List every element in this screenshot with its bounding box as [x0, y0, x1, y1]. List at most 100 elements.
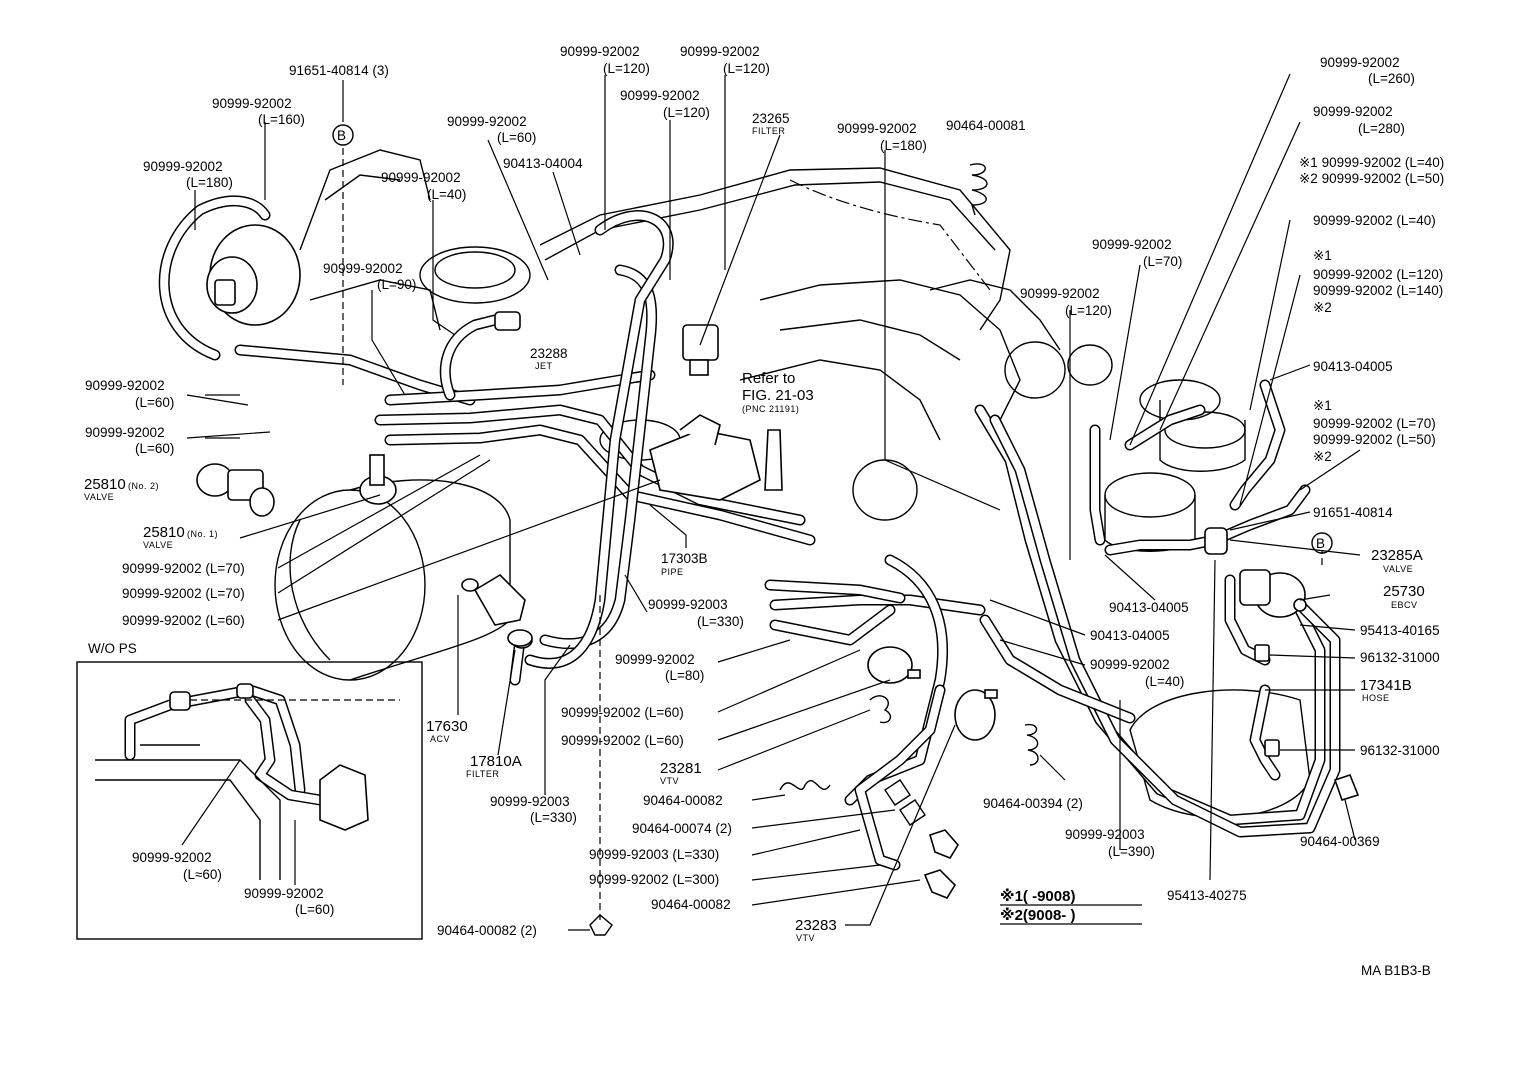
- label-95413-40165: 95413-40165: [1360, 623, 1440, 638]
- clip-90464-00081: [969, 163, 988, 216]
- label-hose-l80: 90999-92002: [615, 652, 695, 667]
- label-17303b-name: PIPE: [661, 567, 684, 577]
- clamp-96132-31000-lower: [1264, 739, 1280, 757]
- ebcv-25730: [1239, 569, 1307, 618]
- label-hose-l50-right: 90999-92002 (L=50): [1313, 432, 1436, 447]
- label-hose-l60-c: 90999-92002 (L=60): [122, 613, 245, 628]
- label-hose-l180-left: 90999-92002: [143, 159, 223, 174]
- label-25730-name: EBCV: [1391, 600, 1418, 610]
- connector-pair: [923, 829, 959, 899]
- label-hose-l180-left-length: (L=180): [186, 175, 233, 190]
- center-modulator: [649, 414, 761, 501]
- label-hose-l40-top: 90999-92002: [381, 170, 461, 185]
- vtv-23281: [867, 646, 921, 684]
- label-inset-hose-b-length: (L=60): [295, 902, 334, 917]
- label-hose-l60-e: 90999-92002 (L=60): [561, 733, 684, 748]
- label-note1-hose-l40: ※1 90999-92002 (L=40): [1299, 155, 1444, 170]
- label-hose-l60-top-length: (L=60): [497, 130, 536, 145]
- label-25810-no1: 25810: [143, 524, 185, 541]
- label-96132-31000-lower: 96132-31000: [1360, 743, 1440, 758]
- label-hose-l90: 90999-92002: [323, 261, 403, 276]
- label-hose-92003-l330-a: 90999-92003: [648, 597, 728, 612]
- label-hose-l80-length: (L=80): [665, 668, 704, 683]
- label-90464-00369: 90464-00369: [1300, 834, 1380, 849]
- clip-90464-00082-upper: [869, 695, 892, 724]
- label-hose-l260-length: (L=260): [1368, 71, 1415, 86]
- label-hose-l70-right: 90999-92002: [1092, 237, 1172, 252]
- label-hose-l120-b: 90999-92002: [680, 44, 760, 59]
- label-note1-mark-b: ※1: [1313, 398, 1332, 413]
- label-23265-name: FILTER: [752, 126, 785, 136]
- label-hose-92003-l390-length: (L=390): [1108, 844, 1155, 859]
- label-91651-40814-3: 91651-40814 (3): [289, 63, 389, 78]
- label-hose-l60-top: 90999-92002: [447, 114, 527, 129]
- label-90413-04005-right: 90413-04005: [1313, 359, 1393, 374]
- label-hose-l280-length: (L=280): [1358, 121, 1405, 136]
- label-hose-92003-l390: 90999-92003: [1065, 827, 1145, 842]
- label-note2-mark-a: ※2: [1313, 300, 1332, 315]
- label-hose-l60-left-a: 90999-92002: [85, 378, 165, 393]
- label-90413-04005-lower: 90413-04005: [1090, 628, 1170, 643]
- label-hose-l120-c-length: (L=120): [663, 105, 710, 120]
- label-hose-l120-a-length: (L=120): [603, 61, 650, 76]
- bubble-right-text: B: [1316, 536, 1325, 551]
- reference-bubble-right: B: [1311, 532, 1333, 554]
- label-23283: 23283: [795, 917, 837, 934]
- label-inset-hose-b: 90999-92002: [244, 886, 324, 901]
- reference-bubble-left: B: [332, 124, 354, 146]
- label-17303b: 17303B: [661, 551, 708, 566]
- label-hose-l160-length: (L=160): [258, 112, 305, 127]
- label-hose-l70-right-length: (L=70): [1143, 254, 1182, 269]
- label-hose-92003-l330-a-length: (L=330): [697, 614, 744, 629]
- label-pnc-ref: (PNC 21191): [742, 404, 799, 414]
- label-25810-no1-name: VALVE: [143, 540, 173, 550]
- clip-90464-00394: [1024, 723, 1039, 766]
- label-note1-mark-a: ※1: [1313, 248, 1332, 263]
- label-25810-no2: 25810: [84, 476, 126, 493]
- label-hose-l260: 90999-92002: [1320, 55, 1400, 70]
- label-25810-no2-name: VALVE: [84, 492, 114, 502]
- inset-without-ps: W/O PS: [76, 641, 423, 940]
- label-23281: 23281: [660, 760, 702, 777]
- label-90464-00081: 90464-00081: [946, 118, 1026, 133]
- label-91651-40814: 91651-40814: [1313, 505, 1393, 520]
- valve-23285a: [1204, 527, 1228, 555]
- label-hose-l70-right-b: 90999-92002 (L=70): [1313, 416, 1436, 431]
- label-90464-00082-a: 90464-00082: [643, 793, 723, 808]
- label-note2-hose-l50: ※2 90999-92002 (L=50): [1299, 171, 1444, 186]
- label-90464-00074: 90464-00074 (2): [632, 821, 732, 836]
- label-hose-l160: 90999-92002: [212, 96, 292, 111]
- label-23288-name: JET: [535, 361, 553, 371]
- label-hose-92003-l330-b: 90999-92003: [490, 794, 570, 809]
- label-90464-00082-b: 90464-00082: [651, 897, 731, 912]
- label-hose-l70-a: 90999-92002 (L=70): [122, 561, 245, 576]
- label-hose-l60-left-a-length: (L=60): [135, 395, 174, 410]
- note-2: ※2(9008- ): [1000, 906, 1075, 924]
- label-25810-no2-number: (No. 2): [128, 481, 159, 491]
- label-hose-l40-right: 90999-92002 (L=40): [1313, 213, 1436, 228]
- label-fig-ref: FIG. 21-03: [742, 387, 814, 404]
- label-hose-l180-center: 90999-92002: [837, 121, 917, 136]
- label-hose-l40-lower: 90999-92002: [1090, 657, 1170, 672]
- label-hose-92003-l330-b-length: (L=330): [530, 810, 577, 825]
- part-labels: 91651-40814 (3) 90999-92002 (L=160) 9099…: [84, 44, 1444, 943]
- label-17341b-name: HOSE: [1362, 693, 1390, 703]
- engine-outline: [274, 149, 1311, 819]
- label-hose-l90-length: (L=90): [377, 277, 416, 292]
- label-hose-l180-center-length: (L=180): [880, 138, 927, 153]
- label-hose-l280: 90999-92002: [1313, 104, 1393, 119]
- bracket: [764, 429, 783, 491]
- label-96132-31000-upper: 96132-31000: [1360, 650, 1440, 665]
- label-refer-to: Refer to: [742, 370, 795, 387]
- leader-lines: [186, 73, 1361, 931]
- label-90464-00394: 90464-00394 (2): [983, 796, 1083, 811]
- label-95413-40275: 95413-40275: [1167, 888, 1247, 903]
- label-25810-no1-number: (No. 1): [187, 529, 218, 539]
- label-hose-l120-mid-length: (L=120): [1065, 303, 1112, 318]
- valve-25810-no1: [359, 454, 397, 505]
- label-90464-00082-c: 90464-00082 (2): [437, 923, 537, 938]
- label-hose-l60-left-b: 90999-92002: [85, 425, 165, 440]
- label-90413-04004: 90413-04004: [503, 156, 583, 171]
- inset-title: W/O PS: [88, 641, 137, 656]
- label-hose-l40-lower-length: (L=40): [1145, 674, 1184, 689]
